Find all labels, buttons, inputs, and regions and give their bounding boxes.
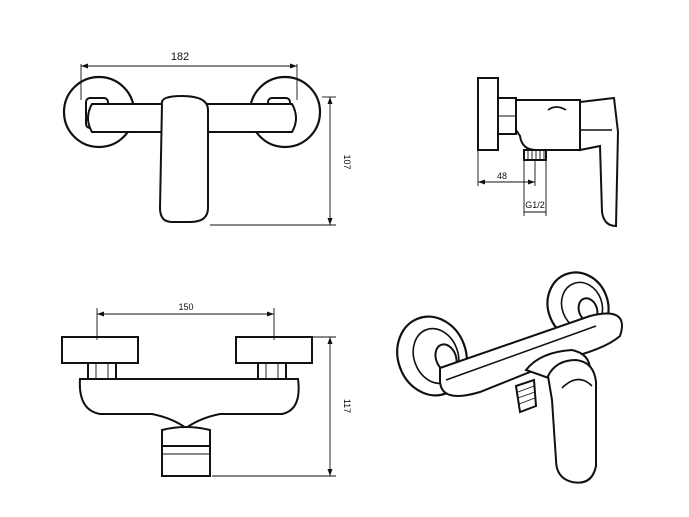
bottom-view: 150 117 xyxy=(61,302,352,477)
front-view: 182 107 xyxy=(62,51,352,226)
front-width-dim: 182 xyxy=(171,51,189,63)
bottom-centers-dim: 150 xyxy=(178,302,193,312)
isometric-view xyxy=(396,271,623,484)
front-height-dim: 107 xyxy=(342,154,352,169)
side-thread-dim: G1/2 xyxy=(525,200,545,210)
bottom-height-dim: 117 xyxy=(342,399,352,413)
side-depth-dim: 48 xyxy=(497,171,507,181)
side-view: 48 G1/2 xyxy=(477,77,620,228)
